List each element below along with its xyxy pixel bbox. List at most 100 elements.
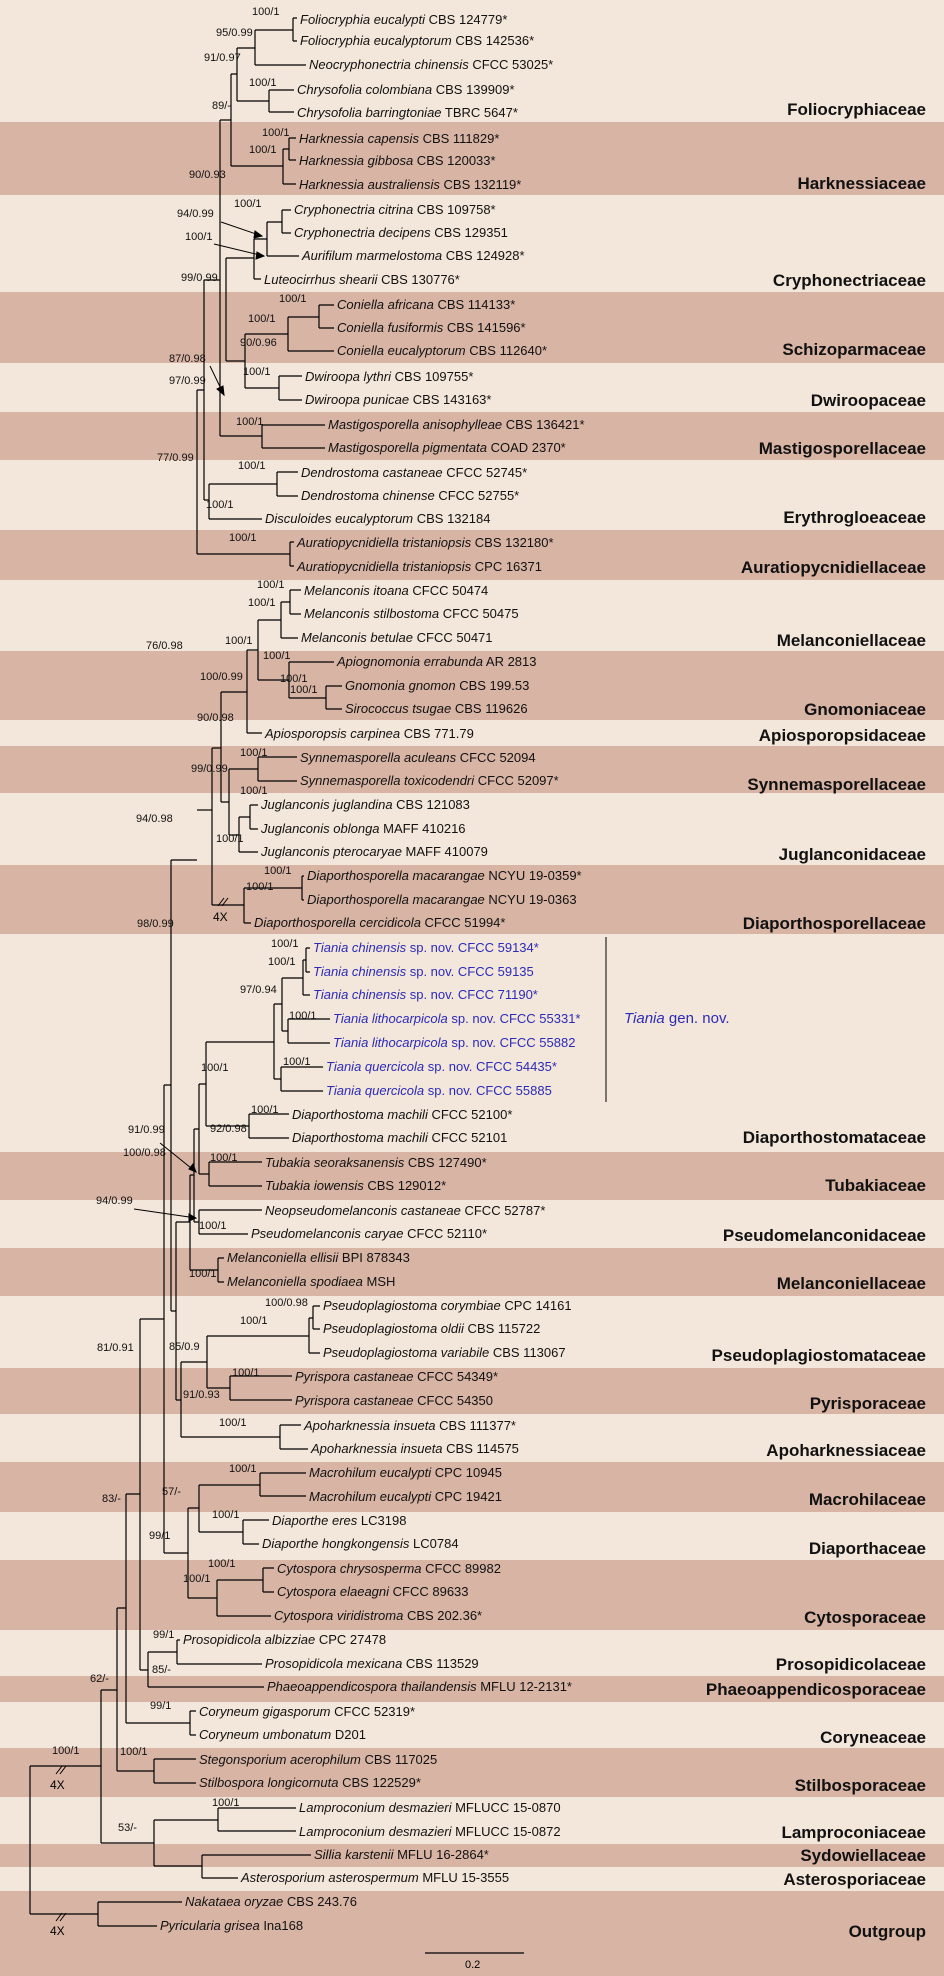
family-band (0, 530, 944, 580)
family-band (0, 1891, 944, 1976)
support-value: 94/0.99 (177, 208, 214, 220)
support-value: 94/0.98 (136, 813, 173, 825)
taxon-label: Apiosporopsis carpinea CBS 771.79 (265, 726, 474, 742)
family-band (0, 363, 944, 412)
taxon-label: Stegonsporium acerophilum CBS 117025 (199, 1752, 437, 1768)
support-value: 100/1 (212, 1509, 240, 1521)
family-label: Pseudomelanconidaceae (722, 1226, 926, 1245)
strain-code: CBS 127490* (404, 1155, 487, 1170)
strain-code: CPC 10945 (431, 1465, 502, 1480)
strain-code: CBS 114133* (433, 297, 516, 312)
family-label: Melanconiellaceae (776, 1274, 926, 1293)
family-label: Apiosporopsidaceae (758, 726, 926, 745)
family-label: Lamproconiaceae (781, 1823, 926, 1842)
support-value: 99/1 (149, 1530, 171, 1542)
support-value: 100/0.98 (123, 1147, 166, 1159)
strain-code: CBS 129351 (430, 225, 508, 240)
family-band (0, 195, 944, 292)
family-band (0, 793, 944, 865)
support-value: 85/0.9 (169, 1341, 200, 1353)
taxon-name: Apoharknessia insueta (311, 1441, 443, 1456)
taxon-label: Dendrostoma castaneae CFCC 52745* (301, 465, 527, 481)
strain-code: LC0784 (409, 1536, 459, 1551)
taxon-name: Sillia karstenii (314, 1847, 394, 1862)
strain-code: CBS 124779* (425, 12, 508, 27)
strain-code: sp. nov. CFCC 71190* (406, 987, 538, 1002)
taxon-name: Disculoides eucalyptorum (265, 511, 414, 526)
strain-code: sp. nov. CFCC 59135 (406, 964, 534, 979)
taxon-name: Neopseudomelanconis castaneae (265, 1203, 461, 1218)
support-value: 100/1 (271, 938, 299, 950)
taxon-label: Mastigosporella pigmentata COAD 2370* (328, 440, 566, 456)
taxon-label: Coniella fusiformis CBS 141596* (337, 320, 526, 336)
collapse-label-4x: 4X (213, 910, 228, 924)
taxon-label: Melanconiella spodiaea MSH (227, 1274, 395, 1290)
family-label: Synnemasporellaceae (747, 775, 926, 794)
family-label: Outgroup (848, 1922, 926, 1941)
taxon-name: Apoharknessia insueta (304, 1418, 436, 1433)
family-label: Pseudoplagiostomataceae (711, 1346, 926, 1365)
taxon-name: Tiania lithocarpicola (333, 1035, 448, 1050)
taxon-label: Neocryphonectria chinensis CFCC 53025* (309, 57, 553, 73)
support-value: 95/0.99 (216, 27, 253, 39)
strain-code: MFLU 15-3555 (418, 1870, 510, 1885)
support-value: 100/1 (206, 499, 234, 511)
taxon-label: Diaporthosporella macarangae NCYU 19-036… (307, 892, 577, 908)
taxon-name: Foliocryphia eucalyptorum (300, 33, 452, 48)
taxon-label: Apoharknessia insueta CBS 111377* (304, 1418, 516, 1434)
strain-code: CBS 143163* (409, 392, 492, 407)
taxon-name: Harknessia capensis (299, 131, 419, 146)
support-value: 100/1 (208, 1558, 236, 1570)
support-value: 100/1 (279, 293, 307, 305)
strain-code: CBS 130776* (377, 272, 460, 287)
family-label: Harknessiaceae (797, 174, 926, 193)
taxon-label: Pseudoplagiostoma oldii CBS 115722 (323, 1321, 540, 1337)
taxon-label: Chrysofolia colombiana CBS 139909* (297, 82, 515, 98)
strain-code: CFCC 52110* (403, 1226, 488, 1241)
strain-code: CFCC 89633 (389, 1584, 469, 1599)
family-label: Cytosporaceae (804, 1608, 926, 1627)
taxon-name: Cytospora viridistroma (274, 1608, 404, 1623)
taxon-label: Cytospora chrysosperma CFCC 89982 (277, 1561, 501, 1577)
strain-code: NCYU 19-0359* (484, 868, 582, 883)
strain-code: CFCC 52787* (460, 1203, 546, 1218)
taxon-name: Cryphonectria decipens (294, 225, 431, 240)
support-value: 90/0.93 (189, 169, 226, 181)
family-band (0, 122, 944, 195)
taxon-label: Pyrispora castaneae CFCC 54350 (295, 1393, 493, 1409)
taxon-name: Asterosporium asterospermum (241, 1870, 419, 1885)
family-label: Prosopidicolaceae (775, 1655, 926, 1674)
support-value: 100/1 (240, 1315, 268, 1327)
taxon-name: Tiania quercicola (326, 1059, 425, 1074)
taxon-name: Melanconiella spodiaea (227, 1274, 363, 1289)
support-value: 90/0.96 (240, 337, 277, 349)
taxon-name: Harknessia gibbosa (299, 153, 414, 168)
support-value: 97/0.94 (240, 984, 277, 996)
support-value: 98/0.99 (137, 918, 174, 930)
taxon-label: Stilbospora longicornuta CBS 122529* (199, 1775, 421, 1791)
strain-code: MFLUCC 15-0870 (451, 1800, 561, 1815)
support-value: 100/1 (219, 1417, 247, 1429)
support-value: 100/1 (248, 313, 276, 325)
taxon-label: Apoharknessia insueta CBS 114575 (311, 1441, 519, 1457)
strain-code: CBS 121083 (392, 797, 470, 812)
support-value: 100/1 (212, 1797, 240, 1809)
taxon-name: Pseudomelanconis caryae (251, 1226, 404, 1241)
taxon-name: Nakataea oryzae (185, 1894, 284, 1909)
taxon-name: Neocryphonectria chinensis (309, 57, 469, 72)
taxon-name: Synnemasporella aculeans (300, 750, 457, 765)
strain-code: CFCC 52100* (427, 1107, 513, 1122)
taxon-name: Tubakia iowensis (265, 1178, 364, 1193)
taxon-name: Diaporthe hongkongensis (262, 1536, 410, 1551)
family-band (0, 1748, 944, 1797)
strain-code: CFCC 50471 (413, 630, 493, 645)
strain-code: LC3198 (357, 1513, 407, 1528)
support-value: 100/0.99 (200, 671, 243, 683)
support-value: 92/0.98 (210, 1123, 247, 1135)
family-band (0, 1676, 944, 1702)
taxon-label: Cytospora viridistroma CBS 202.36* (274, 1608, 482, 1624)
taxon-name: Prosopidicola mexicana (265, 1656, 403, 1671)
taxon-label: Sirococcus tsugae CBS 119626 (345, 701, 528, 717)
taxon-name: Sirococcus tsugae (345, 701, 452, 716)
taxon-name: Diaporthosporella macarangae (307, 868, 485, 883)
